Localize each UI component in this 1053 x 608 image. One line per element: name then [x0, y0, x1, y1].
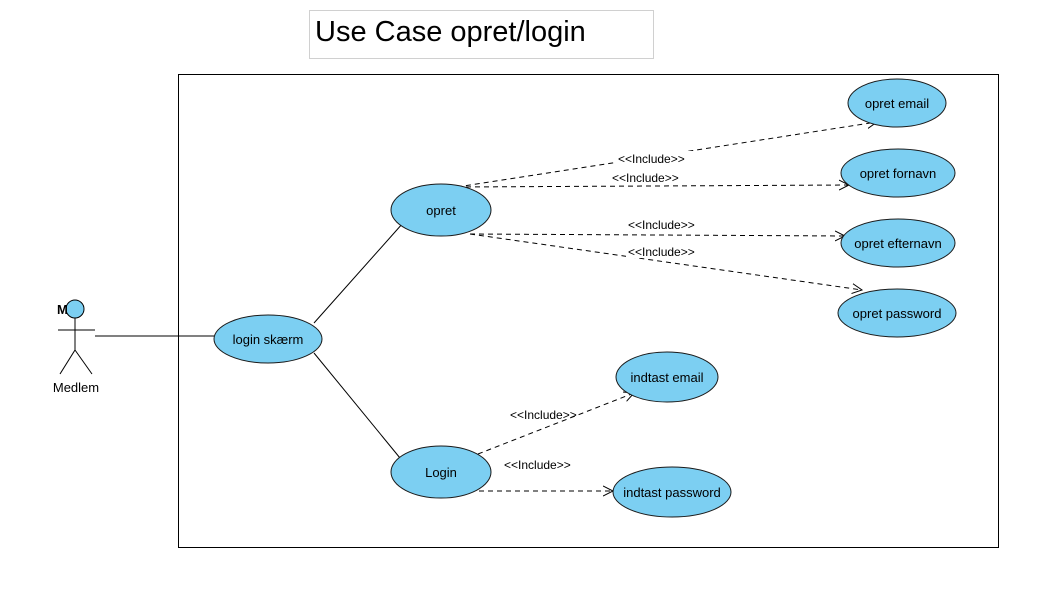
include-label-email: <<Include>>: [618, 152, 685, 166]
include-label-bg: [626, 217, 706, 231]
actor-medlem[interactable]: M Medlem: [53, 299, 99, 395]
association-login-skaerm-opret: [313, 222, 404, 324]
include-label-indtast-email: <<Include>>: [510, 408, 577, 422]
usecase-opret-fornavn[interactable]: opret fornavn: [840, 148, 956, 198]
usecase-label: indtast email: [631, 370, 704, 385]
usecase-label: login skærm: [233, 332, 304, 347]
usecase-label: opret fornavn: [860, 166, 937, 181]
usecase-label: opret email: [865, 96, 929, 111]
system-boundary: [178, 74, 999, 548]
diagram-title-box: Use Case opret/login: [309, 10, 654, 59]
usecase-login[interactable]: Login: [390, 445, 492, 499]
include-label-efternavn: <<Include>>: [628, 218, 695, 232]
diagram-title: Use Case opret/login: [315, 16, 586, 48]
include-edge-opret-email: [456, 122, 877, 188]
usecase-opret-password[interactable]: opret password: [837, 288, 957, 338]
include-label-fornavn: <<Include>>: [612, 171, 679, 185]
include-label-bg: [626, 244, 706, 258]
usecase-indtast-password[interactable]: indtast password: [612, 466, 732, 518]
usecase-opret-email[interactable]: opret email: [847, 78, 947, 128]
usecase-label: indtast password: [623, 485, 721, 500]
usecase-label: opret password: [853, 306, 942, 321]
include-edge-opret-password: [469, 233, 862, 290]
include-label-password: <<Include>>: [628, 245, 695, 259]
include-edge-opret-efternavn: [469, 234, 845, 236]
include-label-indtast-password: <<Include>>: [504, 458, 571, 472]
usecase-opret-efternavn[interactable]: opret efternavn: [840, 218, 956, 268]
include-edge-login-email: [477, 393, 634, 455]
usecase-label: opret: [426, 203, 456, 218]
include-label-bg: [616, 151, 696, 165]
usecase-opret[interactable]: opret: [390, 183, 492, 237]
usecase-indtast-email[interactable]: indtast email: [615, 351, 719, 403]
include-edge-opret-fornavn: [456, 185, 849, 187]
association-login-skaerm-login: [313, 352, 401, 459]
usecase-login-skaerm[interactable]: login skærm: [213, 314, 323, 364]
usecase-label: opret efternavn: [854, 236, 941, 251]
actor-badge: M: [57, 302, 68, 317]
actor-name: Medlem: [53, 380, 99, 395]
usecase-label: Login: [425, 465, 457, 480]
actor-head-icon: [65, 299, 85, 319]
